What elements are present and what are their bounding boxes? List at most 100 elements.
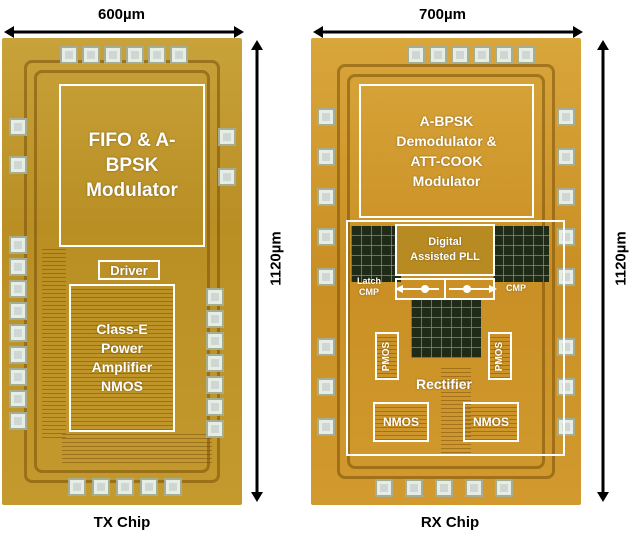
bond-pad	[495, 46, 513, 64]
bond-pad	[465, 479, 483, 497]
tx-driver-label: Driver	[110, 262, 148, 278]
bond-pad	[9, 412, 27, 430]
bond-pad	[104, 46, 122, 64]
rx-nmos-left-block: NMOS	[373, 402, 429, 442]
tx-height-arrow	[251, 40, 263, 502]
tx-bus-left	[42, 248, 66, 438]
bond-pad	[206, 398, 224, 416]
tx-height-label: 1120µm	[267, 231, 285, 286]
bond-pad	[9, 346, 27, 364]
bond-pad	[375, 479, 393, 497]
bond-pad	[68, 478, 86, 496]
rx-rectifier-grid-center	[411, 298, 481, 358]
bond-pad	[557, 108, 575, 126]
bond-pad	[140, 478, 158, 496]
tx-width-arrow	[4, 26, 244, 38]
bond-pad	[206, 420, 224, 438]
bond-pad	[116, 478, 134, 496]
bond-pad	[557, 148, 575, 166]
rx-wiring-ring	[337, 64, 555, 479]
rx-nmos-right-label: NMOS	[473, 415, 509, 429]
tx-chip-die: FIFO & A- BPSK Modulator Driver Class-E …	[2, 38, 242, 505]
bond-pad	[9, 280, 27, 298]
bond-pad	[317, 338, 335, 356]
bond-pad	[82, 46, 100, 64]
tx-pa-block: Class-E Power Amplifier NMOS	[69, 284, 175, 432]
tx-modulator-label: FIFO & A- BPSK Modulator	[86, 130, 178, 201]
bond-pad	[9, 368, 27, 386]
bond-pad	[9, 118, 27, 136]
bond-pad	[317, 378, 335, 396]
bond-pad	[126, 46, 144, 64]
bond-pad	[317, 148, 335, 166]
bond-pad	[317, 188, 335, 206]
bond-pad	[557, 418, 575, 436]
rx-rectifier-lines	[441, 368, 471, 453]
bond-pad	[557, 188, 575, 206]
rx-rectifier-grid-right	[493, 226, 549, 282]
tx-driver-block: Driver	[98, 260, 160, 280]
rx-width-arrow	[313, 26, 583, 38]
rx-pmos-right-block: PMOS	[488, 332, 512, 380]
rx-cmp-label: CMP	[506, 283, 526, 293]
bond-pad	[92, 478, 110, 496]
rx-pll-block: Digital Assisted PLL	[395, 224, 495, 276]
bond-pad	[206, 288, 224, 306]
bond-pad	[60, 46, 78, 64]
bond-pad	[218, 168, 236, 186]
bond-pad	[407, 46, 425, 64]
bond-pad	[405, 479, 423, 497]
bond-pad	[170, 46, 188, 64]
tx-pa-label: Class-E Power Amplifier NMOS	[91, 321, 153, 394]
rx-rectifier-block	[346, 220, 565, 456]
bond-pad	[317, 228, 335, 246]
bond-pad	[206, 354, 224, 372]
rx-pmos-left-block: PMOS	[375, 332, 399, 380]
bond-pad	[557, 268, 575, 286]
bond-pad	[557, 338, 575, 356]
tx-bus-bottom	[62, 433, 212, 463]
bond-pad	[517, 46, 535, 64]
rx-comparator-divider	[444, 278, 446, 300]
rx-pll-label: Digital Assisted PLL	[410, 236, 480, 263]
rx-height-arrow	[597, 40, 609, 502]
bond-pad	[206, 376, 224, 394]
rx-comparator-arrows	[395, 285, 497, 293]
bond-pad	[9, 324, 27, 342]
bond-pad	[9, 156, 27, 174]
rx-latch-cmp-label: Latch CMP	[356, 276, 381, 297]
bond-pad	[206, 332, 224, 350]
bond-pad	[148, 46, 166, 64]
bond-pad	[317, 108, 335, 126]
tx-modulator-block: FIFO & A- BPSK Modulator	[59, 84, 205, 247]
rx-height-label: 1120µm	[612, 231, 630, 286]
rx-nmos-right-block: NMOS	[463, 402, 519, 442]
bond-pad	[9, 390, 27, 408]
bond-pad	[473, 46, 491, 64]
rx-demodulator-label: A-BPSK Demodulator & ATT-COOK Modulator	[396, 113, 497, 189]
bond-pad	[557, 228, 575, 246]
rx-demodulator-block: A-BPSK Demodulator & ATT-COOK Modulator	[359, 84, 534, 218]
tx-caption: TX Chip	[93, 514, 151, 531]
bond-pad	[206, 310, 224, 328]
bond-pad	[317, 418, 335, 436]
bond-pad	[9, 302, 27, 320]
bond-pad	[429, 46, 447, 64]
bond-pad	[451, 46, 469, 64]
bond-pad	[218, 128, 236, 146]
rx-caption: RX Chip	[420, 514, 480, 531]
rx-pmos-right-label: PMOS	[494, 341, 506, 371]
bond-pad	[9, 236, 27, 254]
rx-nmos-left-label: NMOS	[383, 415, 419, 429]
bond-pad	[557, 378, 575, 396]
rx-width-label: 700µm	[419, 6, 467, 23]
rx-rectifier-grid-left	[351, 226, 401, 282]
bond-pad	[317, 268, 335, 286]
bond-pad	[495, 479, 513, 497]
rx-pmos-left-label: PMOS	[381, 341, 393, 371]
tx-width-label: 600µm	[98, 6, 146, 23]
rx-rectifier-label: Rectifier	[415, 376, 473, 392]
bond-pad	[435, 479, 453, 497]
bond-pad	[9, 258, 27, 276]
tx-wiring-ring-inner	[34, 70, 210, 473]
